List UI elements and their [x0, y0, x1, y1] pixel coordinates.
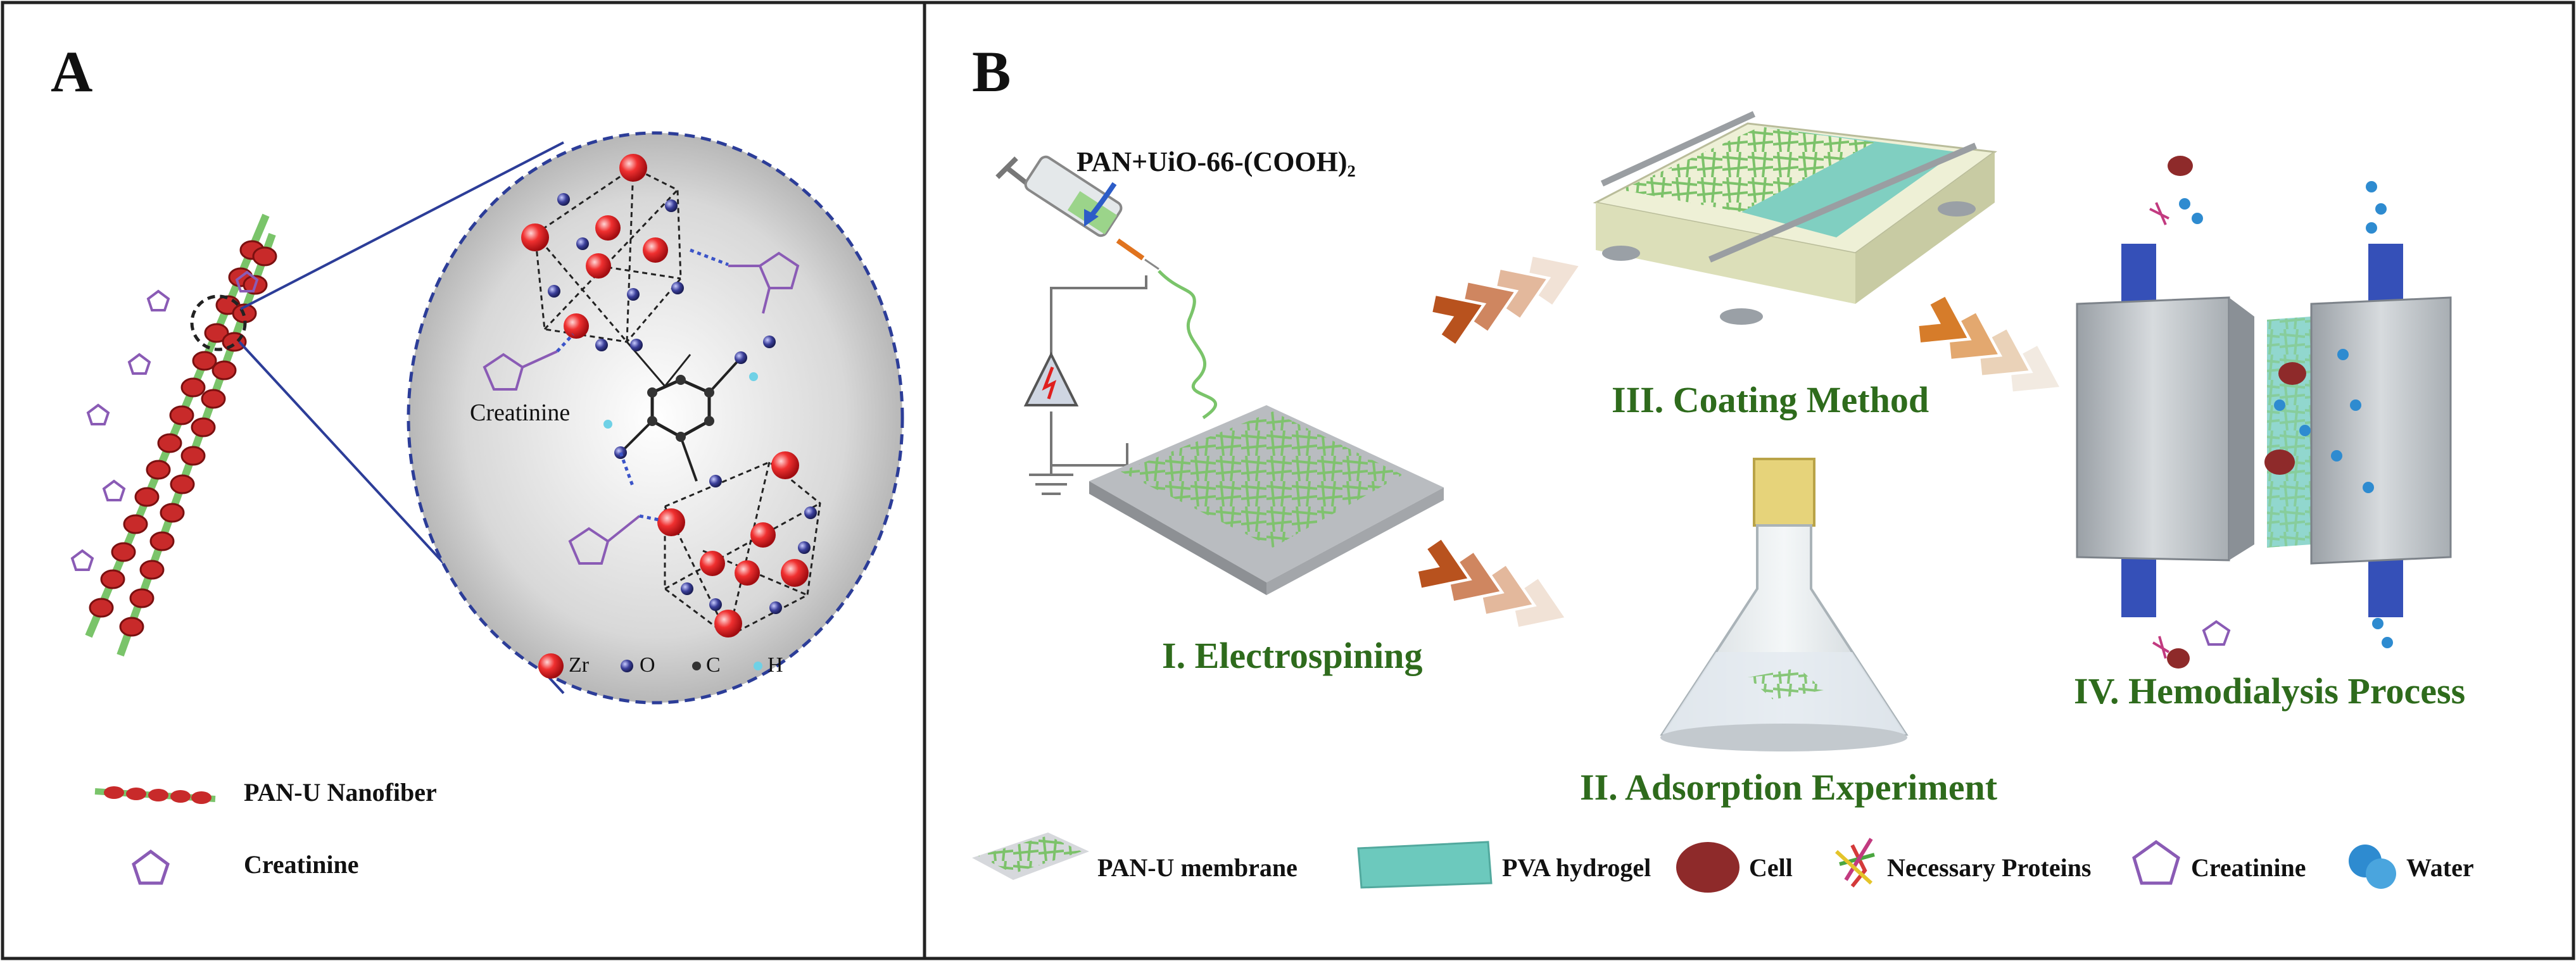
o-atom-label: O: [640, 653, 655, 677]
legend-nanofiber-label: PAN-U Nanofiber: [244, 778, 437, 807]
lightning-icon: [1042, 367, 1057, 399]
creatinine-pentagon-icon: [2132, 839, 2180, 885]
panel-b-letter: B: [972, 39, 1011, 104]
collector-plate: [1089, 405, 1444, 595]
step-coating-label: III. Coating Method: [1612, 379, 1929, 420]
nanofiber-icon: [94, 786, 216, 804]
zoom-line-top: [240, 141, 564, 310]
step-electrospinning-label: I. Electrospining: [1162, 635, 1423, 676]
zr-cluster-lower: [657, 451, 821, 638]
h-atom-label: H: [767, 653, 783, 677]
water-drop-icon: [2349, 845, 2396, 889]
magnify-circle: [190, 294, 247, 351]
legend-creatinine-b-label: Creatinine: [2191, 853, 2306, 882]
h-atom-icon: [754, 662, 762, 670]
protein-icon: [1834, 838, 1875, 888]
c-atom-label: C: [706, 653, 721, 677]
zr-atom-label: Zr: [569, 653, 590, 677]
erlenmeyer-flask: [1660, 458, 1909, 751]
h-bond-dashes: [556, 248, 729, 522]
process-arrow-1-to-3: [1432, 256, 1579, 344]
zr-atom-icon: [538, 653, 564, 679]
panel-a-letter: A: [51, 39, 93, 104]
atom-legend: [538, 653, 762, 679]
electrospinning-jet: [1158, 270, 1217, 420]
syringe-material-label: PAN+UiO-66-(COOH)₂: [1076, 146, 1356, 177]
coating-apparatus: [1593, 111, 1997, 325]
high-voltage-icon: [1023, 351, 1079, 406]
legend-membrane-label: PAN-U membrane: [1097, 853, 1297, 882]
pentagon-icon: [132, 849, 170, 885]
membrane-icon: [972, 832, 1089, 880]
step-hemodialysis-label: IV. Hemodialysis Process: [2074, 670, 2466, 712]
legend-hydrogel-label: PVA hydrogel: [1502, 853, 1651, 882]
creatinine-molecules: [483, 251, 800, 565]
panel-a: [70, 131, 904, 885]
legend-water-label: Water: [2406, 853, 2474, 882]
legend-cell-label: Cell: [1749, 853, 1793, 882]
hemodialysis-device: [2076, 244, 2452, 617]
legend-proteins-label: Necessary Proteins: [1887, 853, 2092, 882]
hydrogel-icon: [1357, 841, 1493, 889]
c-atom-icon: [692, 662, 701, 670]
cell-icon: [1676, 842, 1739, 893]
zr-cluster-upper: [521, 154, 691, 387]
process-arrow-3-to-4: [1919, 296, 2060, 392]
panel-b: [972, 111, 2452, 893]
flow-particles: [2149, 156, 2393, 669]
arrowhead: [1084, 209, 1099, 227]
creatinine-molecule-label: Creatinine: [470, 399, 571, 426]
legend-creatinine-label: Creatinine: [244, 850, 359, 879]
process-arrow-1-to-2: [1418, 539, 1565, 627]
nanofiber-bundle: [70, 213, 277, 657]
dicarboxylate-linker: [603, 336, 776, 482]
step-adsorption-label: II. Adsorption Experiment: [1580, 767, 1998, 808]
o-atom-icon: [621, 660, 633, 672]
